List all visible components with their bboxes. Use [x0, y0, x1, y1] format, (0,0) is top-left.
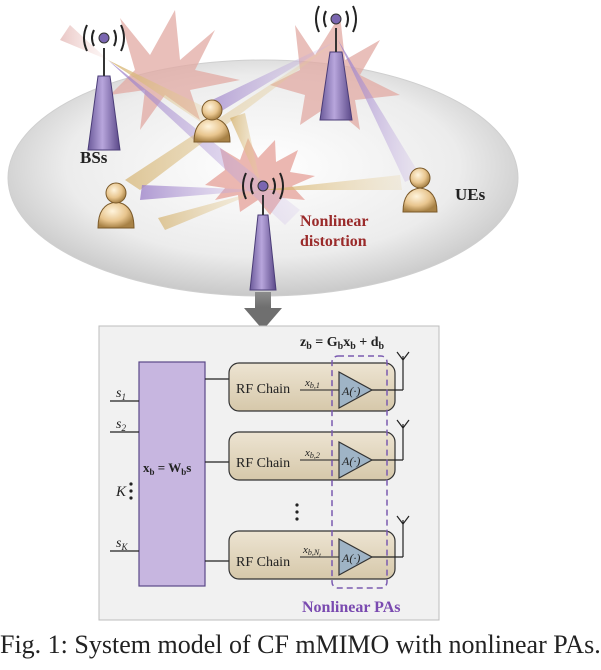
figure-caption: Fig. 1: System model of CF mMIMO with no… — [0, 630, 601, 659]
precoder-block — [138, 361, 206, 587]
pa-group-outline — [331, 355, 388, 589]
base-station-center — [242, 172, 284, 291]
user-equipment-1 — [193, 99, 231, 143]
user-equipment-2 — [97, 182, 135, 229]
input-s1: s1 — [116, 386, 126, 402]
rf-chain-dots — [295, 503, 299, 521]
rf-chain-row-2: RF Chain xb,2 A(·) — [205, 419, 410, 481]
svg-text:xb,2: xb,2 — [304, 447, 320, 460]
ue-label: UEs — [455, 185, 486, 204]
input-lines — [110, 400, 139, 552]
output-equation: zb = Gbxb + db — [300, 335, 385, 352]
precoder-equation: xb = Wbs — [143, 460, 191, 477]
pa-group-label: Nonlinear PAs — [302, 599, 401, 616]
distortion-label-line2: distortion — [300, 233, 367, 250]
user-equipment-3 — [402, 167, 438, 213]
input-dots — [129, 482, 133, 500]
base-station-left — [83, 24, 125, 151]
rf-chain-row-n: RF Chain xb,Nt A(·) — [205, 515, 410, 580]
zoom-arrow — [244, 292, 282, 330]
svg-text:xb,Nt: xb,Nt — [302, 544, 321, 559]
rf-chain-row-1: RF Chain xb,1 A(·) — [205, 351, 410, 412]
input-s2: s2 — [116, 417, 126, 433]
k-label: K — [115, 484, 127, 500]
svg-text:xb,1: xb,1 — [304, 377, 320, 390]
system-figure: BSs UEs Nonlinear distortion zb = Gbxb +… — [7, 5, 519, 621]
rf-chain-label-n: RF Chain — [236, 555, 290, 570]
distortion-bloom-center — [205, 138, 315, 215]
svg-text:A(·): A(·) — [341, 551, 360, 565]
rf-chain-label-2: RF Chain — [236, 456, 290, 471]
svg-text:A(·): A(·) — [341, 454, 360, 468]
bs-label: BSs — [80, 148, 108, 167]
rf-chain-label-1: RF Chain — [236, 382, 290, 397]
distortion-label-line1: Nonlinear — [300, 213, 368, 230]
svg-text:A(·): A(·) — [341, 384, 360, 398]
base-station-right — [315, 5, 357, 121]
